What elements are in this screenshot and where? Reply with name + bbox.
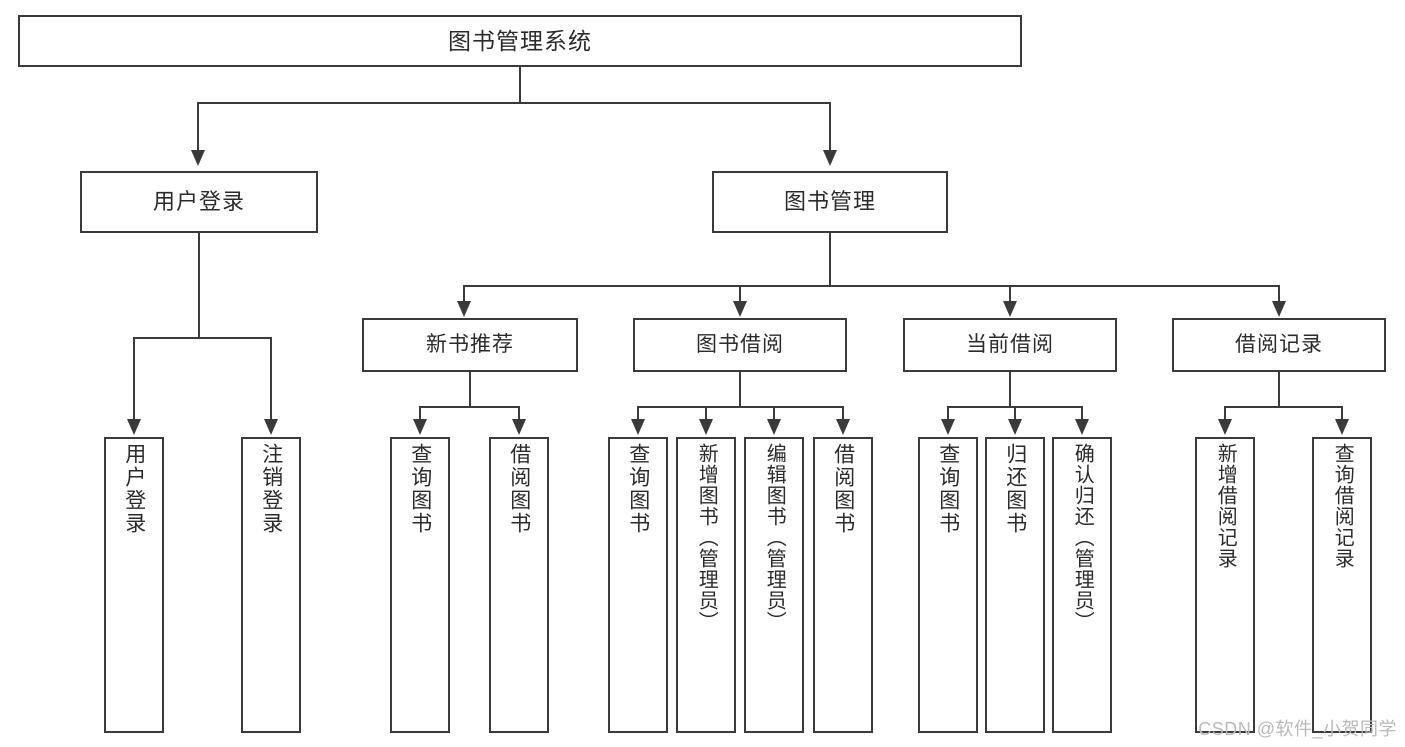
arrowhead-icon (1218, 419, 1232, 435)
leaf-current-borrow-query[interactable]: 查询图书 (918, 437, 978, 733)
arrowhead-icon (1008, 419, 1022, 435)
node-label: 借阅图书 (831, 443, 855, 535)
arrowhead-icon (733, 301, 747, 317)
node-label: 借阅记录 (1235, 332, 1323, 356)
leaf-book-borrow-borrow[interactable]: 借阅图书 (813, 437, 873, 733)
connector-root-to-book-mgmt (829, 102, 831, 152)
node-label: 图书管理系统 (448, 27, 592, 54)
node-borrow-record[interactable]: 借阅记录 (1172, 318, 1386, 372)
node-current-borrow[interactable]: 当前借阅 (903, 318, 1117, 372)
arrowhead-icon (823, 150, 837, 166)
leaf-user-login-login[interactable]: 用户登录 (104, 437, 164, 733)
connector-book-borrow-to-leaf-1 (637, 406, 639, 421)
connector-user-login-to-leaf-2 (270, 337, 272, 421)
connector-root-to-user-login (197, 102, 199, 152)
leaf-current-borrow-confirm[interactable]: 确认归还（管理员） (1052, 437, 1112, 733)
connector-root-bar (197, 102, 831, 104)
node-label: 新书推荐 (426, 332, 514, 356)
node-label: 图书借阅 (696, 332, 784, 356)
arrowhead-icon (264, 419, 278, 435)
node-label: 用户登录 (122, 443, 146, 535)
connector-book-borrow-to-leaf-3 (773, 406, 775, 421)
leaf-new-books-borrow[interactable]: 借阅图书 (489, 437, 549, 733)
leaf-borrow-record-query[interactable]: 查询借阅记录 (1312, 437, 1372, 733)
arrowhead-icon (941, 419, 955, 435)
node-label: 查询图书 (408, 443, 432, 535)
node-label: 查询图书 (626, 443, 650, 535)
leaf-current-borrow-return[interactable]: 归还图书 (985, 437, 1045, 733)
connector-user-login-bar (133, 337, 270, 339)
connector-current-borrow-to-leaf-3 (1081, 406, 1083, 421)
leaf-borrow-record-add[interactable]: 新增借阅记录 (1195, 437, 1255, 733)
leaf-book-borrow-add[interactable]: 新增图书（管理员） (676, 437, 736, 733)
connector-book-mgmt-to-borrow (739, 285, 741, 303)
node-label: 归还图书 (1003, 443, 1027, 535)
arrowhead-icon (1272, 301, 1286, 317)
leaf-new-books-query[interactable]: 查询图书 (390, 437, 450, 733)
node-book-management[interactable]: 图书管理 (712, 171, 948, 233)
connector-current-borrow-to-leaf-2 (1014, 406, 1016, 421)
arrowhead-icon (1075, 419, 1089, 435)
arrowhead-icon (457, 301, 471, 317)
arrowhead-icon (512, 419, 526, 435)
leaf-book-borrow-query[interactable]: 查询图书 (608, 437, 668, 733)
node-label: 确认归还（管理员） (1071, 443, 1094, 632)
connector-new-books-to-leaf-2 (518, 406, 520, 421)
node-root-system[interactable]: 图书管理系统 (18, 15, 1022, 67)
node-new-book-recommend[interactable]: 新书推荐 (362, 318, 578, 372)
connector-user-login-stem (198, 233, 200, 338)
node-label: 新增借阅记录 (1214, 443, 1237, 569)
connector-current-borrow-stem (1009, 372, 1011, 407)
arrowhead-icon (1003, 301, 1017, 317)
node-label: 当前借阅 (966, 332, 1054, 356)
connector-book-mgmt-bar (463, 285, 1279, 287)
node-label: 注销登录 (259, 443, 283, 535)
watermark-text: CSDN @软件_小贺同学 (1198, 719, 1397, 739)
arrowhead-icon (413, 419, 427, 435)
arrowhead-icon (191, 150, 205, 166)
connector-user-login-to-leaf-1 (133, 337, 135, 421)
connector-book-mgmt-to-current (1009, 285, 1011, 303)
connector-borrow-record-to-leaf-2 (1341, 406, 1343, 421)
connector-book-mgmt-stem (829, 233, 831, 286)
node-label: 新增图书（管理员） (695, 443, 718, 632)
connector-book-borrow-to-leaf-4 (842, 406, 844, 421)
connector-current-borrow-to-leaf-1 (947, 406, 949, 421)
node-label: 借阅图书 (507, 443, 531, 535)
node-label: 图书管理 (783, 189, 876, 215)
connector-borrow-record-stem (1278, 372, 1280, 407)
arrowhead-icon (699, 419, 713, 435)
node-user-login[interactable]: 用户登录 (80, 171, 318, 233)
connector-borrow-record-bar (1224, 406, 1342, 408)
node-label: 查询图书 (936, 443, 960, 535)
arrowhead-icon (1335, 419, 1349, 435)
connector-book-borrow-stem (739, 372, 741, 407)
connector-book-mgmt-to-record (1278, 285, 1280, 303)
node-book-borrow[interactable]: 图书借阅 (633, 318, 847, 372)
node-label: 编辑图书（管理员） (763, 443, 786, 632)
connector-root-stem (519, 67, 521, 103)
node-label: 查询借阅记录 (1331, 443, 1354, 569)
connector-borrow-record-to-leaf-1 (1224, 406, 1226, 421)
arrowhead-icon (767, 419, 781, 435)
connector-book-borrow-to-leaf-2 (705, 406, 707, 421)
arrowhead-icon (631, 419, 645, 435)
connector-new-books-to-leaf-1 (419, 406, 421, 421)
arrowhead-icon (836, 419, 850, 435)
node-label: 用户登录 (152, 189, 245, 215)
leaf-book-borrow-edit[interactable]: 编辑图书（管理员） (744, 437, 804, 733)
connector-book-mgmt-to-new-books (463, 285, 465, 303)
arrowhead-icon (127, 419, 141, 435)
leaf-user-login-logout[interactable]: 注销登录 (241, 437, 301, 733)
connector-book-borrow-bar (637, 406, 843, 408)
connector-new-books-bar (419, 406, 519, 408)
connector-new-books-stem (469, 372, 471, 407)
